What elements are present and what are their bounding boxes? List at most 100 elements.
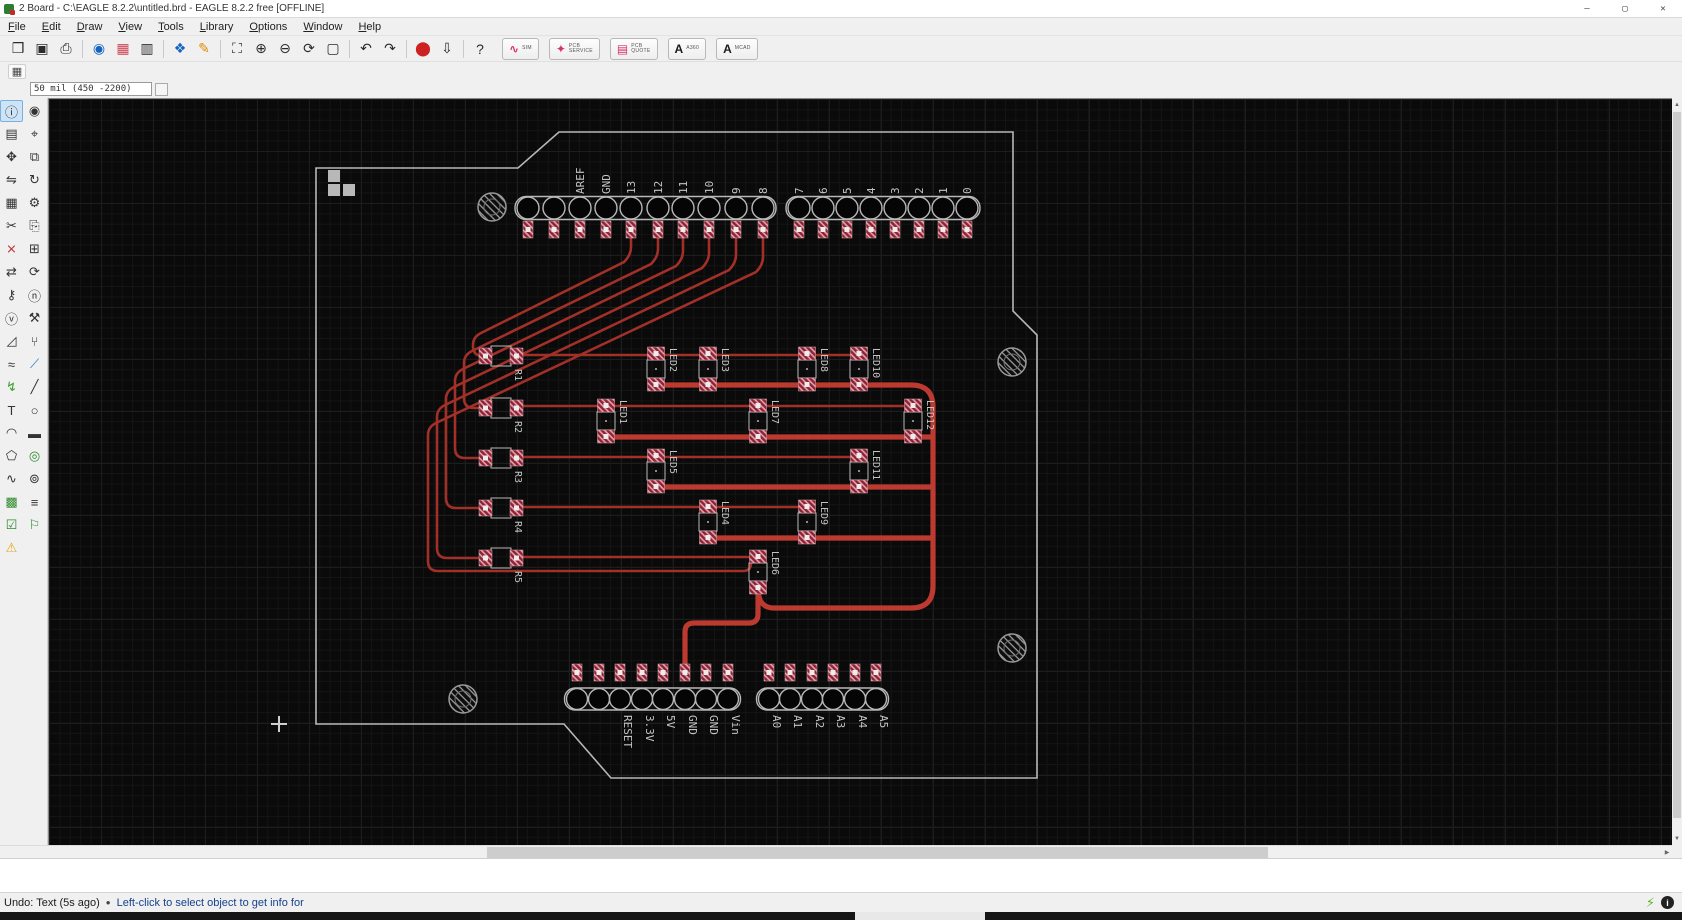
pinswap-tool[interactable]: ⇄ xyxy=(0,261,23,283)
cam-processor-button[interactable]: ◉ xyxy=(87,38,111,60)
command-line-input[interactable] xyxy=(0,859,1682,893)
board-canvas[interactable]: AREFGND131211109876543210RESET3.3V5VGNDG… xyxy=(48,98,1672,845)
save-button[interactable]: ▣ xyxy=(30,38,54,60)
attribute-tool[interactable]: ≡ xyxy=(23,491,46,513)
move-tool[interactable]: ✥ xyxy=(0,146,23,168)
info-tool[interactable]: ⓘ xyxy=(0,100,23,122)
ripup-tool[interactable]: ↯ xyxy=(0,376,23,398)
mounting-hole[interactable] xyxy=(478,193,506,221)
ratsnest-tool[interactable]: ▩ xyxy=(0,491,23,513)
pin-2[interactable]: 2 xyxy=(908,187,930,238)
stop-button[interactable]: ⬤ xyxy=(411,38,435,60)
copy-tool[interactable]: ⧉ xyxy=(23,146,46,168)
resistor-R4[interactable]: R4 xyxy=(479,498,523,533)
pin-Vin[interactable]: Vin xyxy=(718,664,743,735)
menu-library[interactable]: Library xyxy=(192,20,242,34)
rect-tool[interactable]: ▬ xyxy=(23,422,46,444)
add-tool[interactable]: ⊞ xyxy=(23,238,46,260)
coordinate-aux-button[interactable] xyxy=(155,83,168,96)
digital-header-lower[interactable]: 76543210 xyxy=(786,187,980,238)
miter-tool[interactable]: ◿ xyxy=(0,330,23,352)
paste-tool[interactable]: ⎘ xyxy=(23,215,46,237)
split-tool[interactable]: ⑂ xyxy=(23,330,46,352)
maximize-button[interactable]: ▢ xyxy=(1606,0,1644,18)
pin-7[interactable]: 7 xyxy=(788,187,810,238)
go-button[interactable]: ⇩ xyxy=(435,38,459,60)
pin-0[interactable]: 0 xyxy=(956,187,978,238)
mounting-hole[interactable] xyxy=(449,685,477,713)
lock-tool[interactable]: ⚷ xyxy=(0,284,23,306)
cut-tool[interactable]: ✂ xyxy=(0,215,23,237)
menu-file[interactable]: File xyxy=(0,20,34,34)
schematic-editor-button[interactable]: ▦ xyxy=(111,38,135,60)
wire-tool[interactable]: ╱ xyxy=(23,376,46,398)
pin-GND[interactable]: GND xyxy=(595,174,617,238)
mounting-hole[interactable] xyxy=(998,634,1026,662)
layer-settings-button[interactable]: ▥ xyxy=(135,38,159,60)
horizontal-scrollbar[interactable]: ▶ xyxy=(0,845,1672,858)
script-button[interactable]: ✎ xyxy=(192,38,216,60)
analog-header[interactable]: A0A1A2A3A4A5 xyxy=(757,664,891,729)
grid-button[interactable]: ▦ xyxy=(8,64,26,79)
value-tool[interactable]: ⓥ xyxy=(0,307,23,329)
pin-nc[interactable] xyxy=(567,664,588,710)
change-tool[interactable]: ⚙ xyxy=(23,192,46,214)
pin-AREF[interactable]: AREF xyxy=(569,168,591,239)
pin-6[interactable]: 6 xyxy=(812,187,834,238)
horizontal-scroll-thumb[interactable] xyxy=(487,847,1268,858)
hole-tool[interactable]: ⊚ xyxy=(23,468,46,490)
redo-button[interactable]: ↷ xyxy=(378,38,402,60)
menu-view[interactable]: View xyxy=(110,20,150,34)
zoom-in-button[interactable]: ⊕ xyxy=(249,38,273,60)
rotate-tool[interactable]: ↻ xyxy=(23,169,46,191)
a360-button[interactable]: AA360 xyxy=(668,38,707,60)
smash-tool[interactable]: ⚒ xyxy=(23,307,46,329)
menu-draw[interactable]: Draw xyxy=(69,20,111,34)
zoom-redraw-button[interactable]: ⟳ xyxy=(297,38,321,60)
spacer[interactable] xyxy=(23,537,46,559)
polygon-tool[interactable]: ⬠ xyxy=(0,445,23,467)
run-ulp-button[interactable]: ❖ xyxy=(168,38,192,60)
pin-10[interactable]: 10 xyxy=(698,181,720,238)
resistor-R5[interactable]: R5 xyxy=(479,548,523,583)
digital-header-upper[interactable]: AREFGND1312111098 xyxy=(515,168,776,239)
menu-tools[interactable]: Tools xyxy=(150,20,192,34)
pin-8[interactable]: 8 xyxy=(752,187,774,238)
scroll-up-icon[interactable]: ▲ xyxy=(1672,98,1682,111)
minimize-button[interactable]: – xyxy=(1568,0,1606,18)
coordinate-display[interactable] xyxy=(30,82,152,96)
vertical-scroll-thumb[interactable] xyxy=(1673,112,1681,818)
warning-indicator[interactable]: ⚠ xyxy=(0,537,23,559)
menu-edit[interactable]: Edit xyxy=(34,20,69,34)
replace-tool[interactable]: ⟳ xyxy=(23,261,46,283)
taskbar-window-segment[interactable] xyxy=(855,912,985,920)
scroll-down-icon[interactable]: ▼ xyxy=(1672,832,1682,845)
pin-nc[interactable] xyxy=(543,197,565,238)
mirror-tool[interactable]: ⇋ xyxy=(0,169,23,191)
zoom-select-button[interactable]: ▢ xyxy=(321,38,345,60)
menu-options[interactable]: Options xyxy=(241,20,295,34)
pin-12[interactable]: 12 xyxy=(647,181,669,238)
menu-window[interactable]: Window xyxy=(295,20,350,34)
arc-tool[interactable]: ◠ xyxy=(0,422,23,444)
pin-3.3V[interactable]: 3.3V xyxy=(632,664,657,742)
delete-tool[interactable]: ⨯ xyxy=(0,238,23,260)
status-info-icon[interactable]: i xyxy=(1661,896,1674,909)
pin-5[interactable]: 5 xyxy=(836,187,858,238)
pin-1[interactable]: 1 xyxy=(932,187,954,238)
resistor-R3[interactable]: R3 xyxy=(479,448,523,483)
drc-tool[interactable]: ☑ xyxy=(0,514,23,536)
power-header[interactable]: RESET3.3V5VGNDGNDVin xyxy=(565,664,743,748)
mark-tool[interactable]: ⌖ xyxy=(23,123,46,145)
open-button[interactable]: ❒ xyxy=(6,38,30,60)
via-tool[interactable]: ◎ xyxy=(23,445,46,467)
pin-11[interactable]: 11 xyxy=(672,181,694,238)
pcb-service-button[interactable]: ✦PCBSERVICE xyxy=(549,38,600,60)
errors-tool[interactable]: ⚐ xyxy=(23,514,46,536)
led-LED6[interactable]: LED6 xyxy=(749,550,780,594)
undo-button[interactable]: ↶ xyxy=(354,38,378,60)
print-button[interactable]: ⎙ xyxy=(54,38,78,60)
zoom-out-button[interactable]: ⊖ xyxy=(273,38,297,60)
menu-help[interactable]: Help xyxy=(350,20,389,34)
mcad-button[interactable]: AMCAD xyxy=(716,38,758,60)
